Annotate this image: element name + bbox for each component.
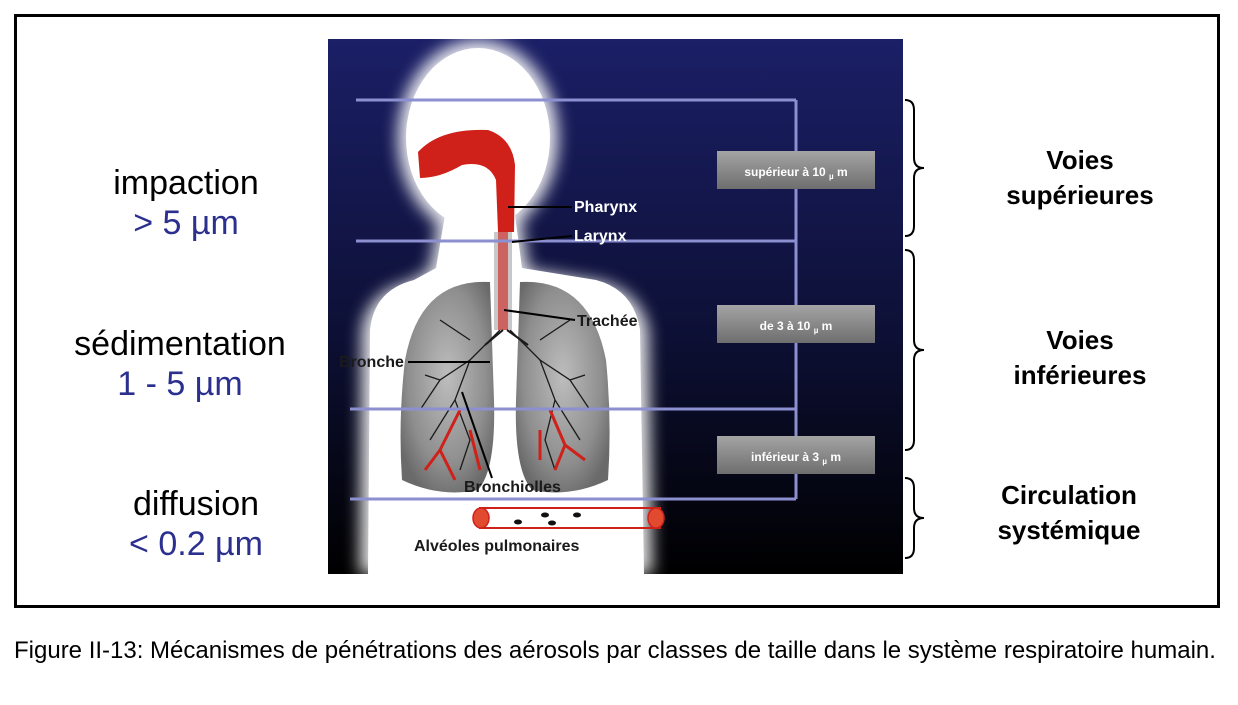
airway [418,129,529,346]
size-box-unit: m [822,319,833,333]
label-larynx: Larynx [574,228,627,245]
mechanism-impaction: impaction > 5 µm [36,163,336,243]
region-line: systémique [997,515,1141,545]
label-bronche: Bronche [339,354,404,371]
region-lower-airways: Voies inférieures [980,323,1180,393]
mechanism-size: 1 - 5 µm [117,365,243,403]
size-box-unit: m [830,450,841,464]
brace-upper [904,99,925,237]
size-box-text: inférieur à 3 [751,450,819,464]
mechanism-name: impaction [113,164,259,202]
mechanism-diffusion: diffusion < 0.2 µm [46,484,346,564]
region-line: inférieures [1013,360,1147,390]
region-braces [904,99,925,559]
region-line: supérieures [1006,180,1154,210]
mechanism-sedimentation: sédimentation 1 - 5 µm [30,324,330,404]
region-systemic-circulation: Circulation systémique [964,478,1174,548]
size-box-text: de 3 à 10 [760,319,811,333]
mechanism-size: < 0.2 µm [129,525,263,563]
size-box-unit: m [837,165,848,179]
mechanism-name: diffusion [132,485,260,523]
size-box-sub: µ [822,457,827,466]
brace-systemic [904,477,925,559]
size-box-middle: de 3 à 10 µ m [717,305,875,343]
label-pharynx: Pharynx [574,199,637,216]
mechanism-name: sédimentation [74,325,286,363]
region-line: Voies [1046,145,1114,175]
region-line: Circulation [1001,480,1137,510]
size-box-sub: µ [829,172,834,181]
mechanism-size: > 5 µm [133,204,239,242]
svg-text:inférieur à 3 µ m: inférieur à 3 µ m [751,450,841,467]
label-bronchioles: Bronchiolles [464,479,561,496]
figure-caption: Figure II-13: Mécanismes de pénétrations… [14,637,1216,664]
brace-lower [904,249,925,451]
label-alveoles: Alvéoles pulmonaires [414,538,579,555]
label-leaders [408,206,576,479]
label-trachee: Trachée [577,313,638,330]
size-box-sub: µ [814,326,819,335]
size-box-upper: supérieur à 10 µ m [717,151,875,189]
capillary-tube [472,507,665,529]
region-upper-airways: Voies supérieures [980,143,1180,213]
svg-text:supérieur à 10 µ m: supérieur à 10 µ m [744,165,847,182]
size-box-text: supérieur à 10 [744,165,826,179]
lungs [400,281,610,493]
region-line: Voies [1046,325,1114,355]
svg-text:de 3 à 10 µ m: de 3 à 10 µ m [760,319,833,336]
size-box-lower: inférieur à 3 µ m [717,436,875,474]
